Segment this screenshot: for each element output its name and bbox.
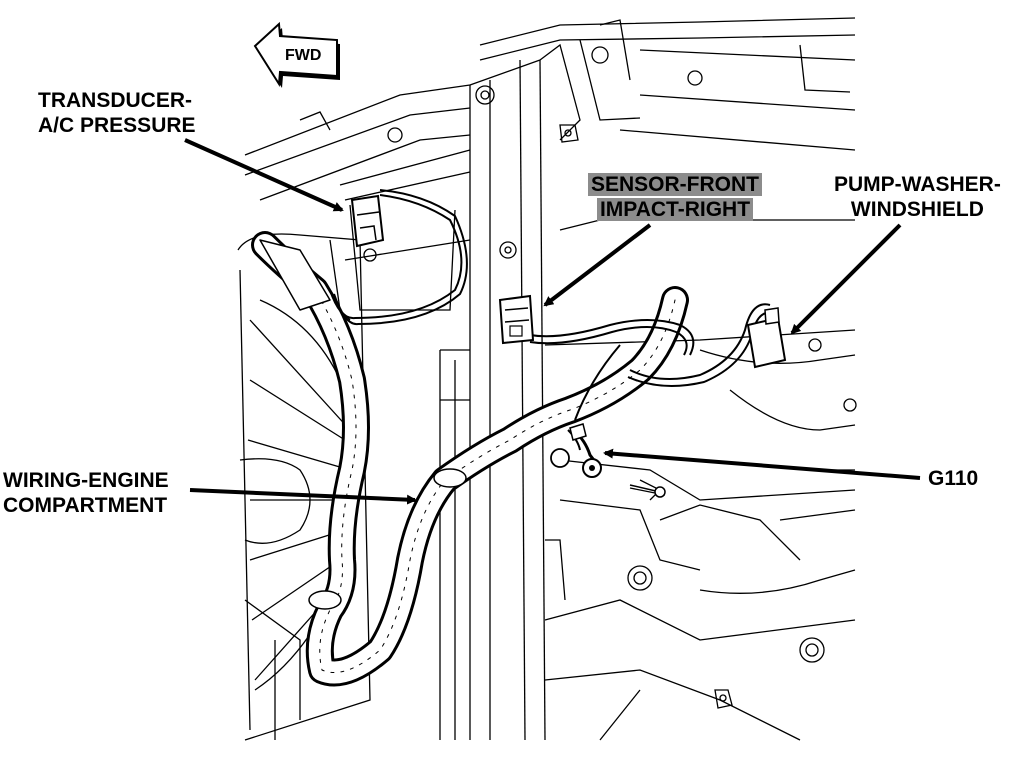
front-impact-sensor-connector [498,294,535,345]
leader-arrows [184,138,921,505]
label-line: TRANSDUCER- [38,89,192,112]
right-side-structure [544,219,857,741]
pump-branch [567,303,773,451]
label-line: COMPARTMENT [3,494,168,517]
label-sensor-front-impact-right: SENSOR-FRONT IMPACT-RIGHT [588,172,762,222]
label-line: SENSOR-FRONT [588,173,762,196]
label-line: IMPACT-RIGHT [596,198,754,221]
vertical-pillar [439,59,546,741]
sensor-branch [529,319,695,356]
label-g110: G110 [928,467,979,490]
wiring-harness [251,231,689,687]
radiator-fan-shroud [237,233,371,741]
label-line: WINDSHIELD [850,198,984,221]
transducer-branch [329,189,468,326]
g110-ground-terminal [550,423,666,498]
label-line: A/C PRESSURE [38,114,196,137]
ac-pressure-transducer-connector [350,194,385,248]
label-transducer-ac-pressure: TRANSDUCER- A/C PRESSURE [38,88,196,138]
label-pump-washer-windshield: PUMP-WASHER- WINDSHIELD [834,172,1001,222]
label-wiring-engine-compartment: WIRING-ENGINE COMPARTMENT [3,468,169,518]
upper-right-bracket [479,17,856,151]
fwd-arrow-icon [253,21,340,88]
label-line: PUMP-WASHER- [834,173,1001,196]
washer-pump-connector [746,307,787,369]
fwd-label: FWD [285,47,322,64]
label-line: WIRING-ENGINE [3,469,169,492]
